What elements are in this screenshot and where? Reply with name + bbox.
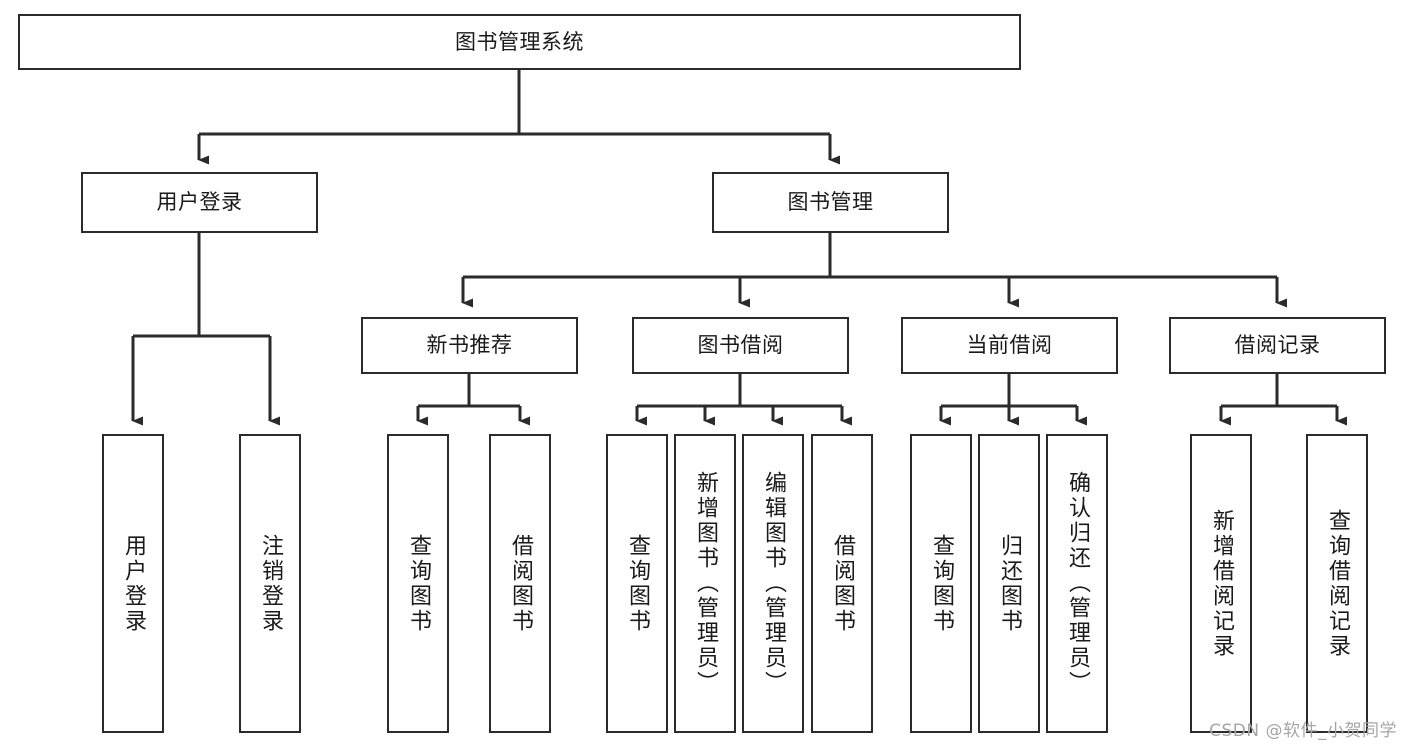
leaf-return-book[interactable]: 归还图书 — [978, 434, 1040, 733]
leaf-edit-book[interactable]: 编辑图书（管理员） — [742, 434, 804, 733]
leaf-add-book-label: 新增图书（管理员） — [693, 471, 718, 696]
leaf-borrow-book-2-label: 借阅图书 — [830, 533, 855, 634]
node-current-borrow-label: 当前借阅 — [966, 333, 1053, 357]
node-book-manage-label: 图书管理 — [787, 190, 874, 214]
leaf-borrow-book-1[interactable]: 借阅图书 — [489, 434, 551, 733]
node-new-book-recommend[interactable]: 新书推荐 — [361, 317, 578, 374]
leaf-edit-book-label: 编辑图书（管理员） — [761, 471, 786, 696]
leaf-user-logout[interactable]: 注销登录 — [239, 434, 301, 733]
leaf-query-book-1-label: 查询图书 — [406, 533, 431, 634]
node-book-borrow-label: 图书借阅 — [697, 333, 784, 357]
node-new-book-recommend-label: 新书推荐 — [426, 333, 513, 357]
node-current-borrow[interactable]: 当前借阅 — [901, 317, 1118, 374]
leaf-query-book-1[interactable]: 查询图书 — [387, 434, 449, 733]
leaf-borrow-book-2[interactable]: 借阅图书 — [811, 434, 873, 733]
leaf-add-book[interactable]: 新增图书（管理员） — [674, 434, 736, 733]
node-user-login[interactable]: 用户登录 — [81, 172, 318, 233]
leaf-user-login[interactable]: 用户登录 — [102, 434, 164, 733]
leaf-confirm-return-label: 确认归还（管理员） — [1065, 471, 1090, 696]
leaf-query-record-label: 查询借阅记录 — [1325, 508, 1350, 659]
leaf-user-login-label: 用户登录 — [121, 533, 146, 634]
node-book-borrow[interactable]: 图书借阅 — [632, 317, 849, 374]
leaf-add-record-label: 新增借阅记录 — [1209, 508, 1234, 659]
node-user-login-label: 用户登录 — [156, 190, 243, 214]
leaf-confirm-return[interactable]: 确认归还（管理员） — [1046, 434, 1108, 733]
node-borrow-record[interactable]: 借阅记录 — [1169, 317, 1386, 374]
node-borrow-record-label: 借阅记录 — [1234, 333, 1321, 357]
leaf-query-book-3-label: 查询图书 — [929, 533, 954, 634]
leaf-query-record[interactable]: 查询借阅记录 — [1306, 434, 1368, 733]
node-book-manage[interactable]: 图书管理 — [712, 172, 949, 233]
leaf-return-book-label: 归还图书 — [997, 533, 1022, 634]
watermark: CSDN @软件_小贺同学 — [1209, 721, 1397, 741]
leaf-add-record[interactable]: 新增借阅记录 — [1190, 434, 1252, 733]
leaf-user-logout-label: 注销登录 — [258, 533, 283, 634]
leaf-query-book-2[interactable]: 查询图书 — [606, 434, 668, 733]
leaf-query-book-2-label: 查询图书 — [625, 533, 650, 634]
leaf-query-book-3[interactable]: 查询图书 — [910, 434, 972, 733]
node-root[interactable]: 图书管理系统 — [18, 14, 1021, 70]
node-root-label: 图书管理系统 — [455, 29, 584, 54]
leaf-borrow-book-1-label: 借阅图书 — [508, 533, 533, 634]
